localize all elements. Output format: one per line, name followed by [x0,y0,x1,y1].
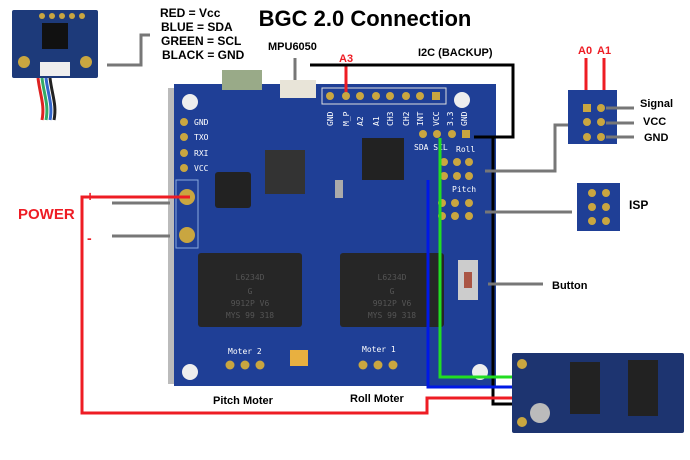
chip-text: G [390,287,395,296]
pitch-moter-label: Pitch Moter [213,395,274,407]
serial-pin-label: VCC [194,164,209,173]
vcc-power-wire [80,195,512,415]
pin-label: GND [326,111,335,126]
imu-module-board [512,353,684,433]
pin-label: A2 [356,116,365,126]
legend-blue: BLUE = SDA [161,20,233,34]
button-label: Button [552,280,588,292]
chip-text: L6234D [236,273,265,282]
legend-green: GREEN = SCL [161,34,241,48]
pitch-roll-header-detail [568,90,617,144]
chip-text: G [248,287,253,296]
chip-text: L6234D [378,273,407,282]
vcc-label: VCC [643,116,666,128]
moter1-label: Moter 1 [362,345,396,354]
chip-text: 9912P V6 [231,299,270,308]
minus-label: - [87,230,92,246]
plus-label: + [86,188,94,204]
pin-label: 3.3 [446,111,455,126]
legend-red: RED = Vcc [160,6,221,20]
atmega-chip [362,138,404,180]
gnd-label: GND [644,132,669,144]
pitch-motor-driver-chip: L6234D G 9912P V6 MYS 99 318 [198,253,302,327]
pitch-label: Pitch [452,185,476,194]
a1-label: A1 [597,45,611,57]
scl-wire [438,138,512,379]
serial-pin-label: GND [194,118,209,127]
serial-pin-label: TXO [194,133,209,142]
mpu6050-connector [280,80,316,98]
pin-label: A1 [372,116,381,126]
power-label: POWER [18,206,75,223]
isp-label: ISP [629,198,648,212]
sda-wire [426,180,512,389]
a3-label: A3 [339,53,353,65]
usb-port [222,70,262,90]
pin-label: M_P [342,111,351,126]
wire-color-legend: RED = Vcc BLUE = SDA GREEN = SCL BLACK =… [160,6,245,62]
pin-label: VCC [432,111,441,126]
serial-pin-label: RXI [194,149,209,158]
a0-label: A0 [578,45,592,57]
chip-text: MYS 99 318 [368,311,416,320]
moter2-label: Moter 2 [228,347,262,356]
mpu6050-label: MPU6050 [268,41,317,53]
gnd-wire [491,137,512,406]
i2c-pin-label: SDA SCL [414,143,448,152]
power-minus-pad [179,227,195,243]
legend-black: BLACK = GND [162,48,245,62]
pin-label: CH3 [386,111,395,126]
legend-pointer-line [107,33,150,67]
i2c-backup-label: I2C (BACKUP) [418,47,493,59]
chip-text: MYS 99 318 [226,311,274,320]
pin-label: CH2 [402,111,411,126]
pin-label: GND [460,111,469,126]
roll-label: Roll [456,145,475,154]
bgc-main-board: GND M_P A2 A1 CH3 CH2 INT VCC 3.3 GND SD… [168,70,496,386]
chip-text: 9912P V6 [373,299,412,308]
signal-label: Signal [640,98,673,110]
mpu6050-sensor-board [12,10,98,121]
pin-label: INT [416,111,425,126]
isp-header-detail [577,183,620,231]
diagram-title: BGC 2.0 Connection [259,6,472,31]
roll-motor-driver-chip: L6234D G 9912P V6 MYS 99 318 [340,253,444,327]
roll-moter-label: Roll Moter [350,393,404,405]
